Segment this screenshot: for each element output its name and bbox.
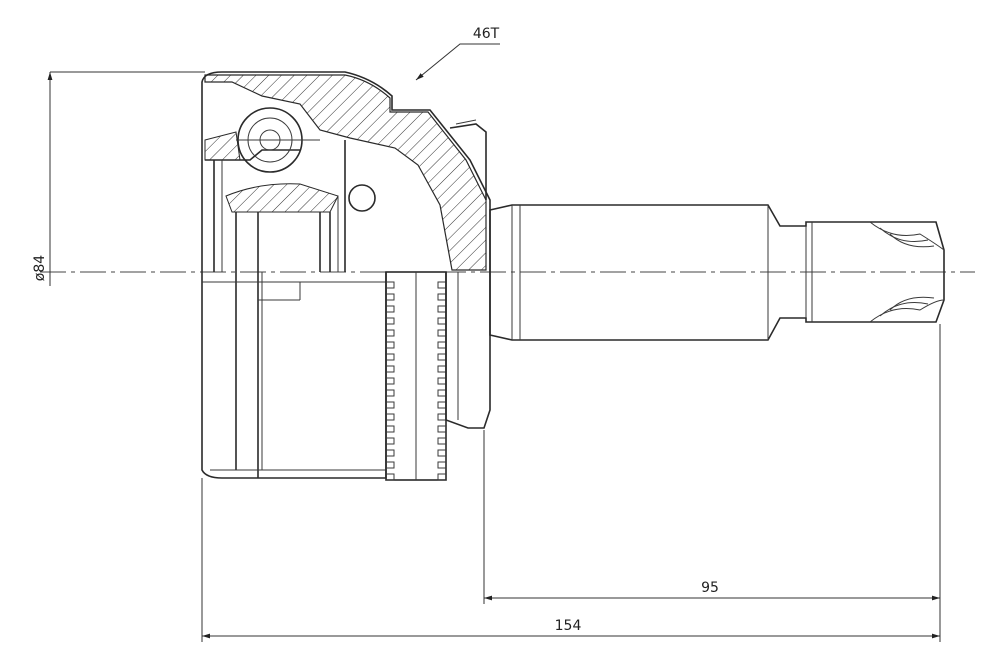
- abs-tooth: [386, 449, 395, 457]
- outer-housing: [201, 71, 491, 479]
- abs-tooth: [386, 317, 395, 325]
- diameter-label: ø84: [32, 255, 48, 281]
- abs-tooth: [386, 401, 395, 409]
- abs-tooth: [386, 341, 395, 349]
- length-95-dimension: 95: [484, 580, 940, 601]
- abs-tooth: [386, 377, 395, 385]
- abs-tooth: [437, 425, 446, 433]
- abs-tooth: [386, 461, 395, 469]
- abs-tooth: [437, 281, 446, 289]
- abs-tooth: [386, 329, 395, 337]
- teeth-leader: 46T: [415, 26, 500, 81]
- abs-tooth: [437, 341, 446, 349]
- abs-tooth: [437, 449, 446, 457]
- abs-tooth: [386, 293, 395, 301]
- abs-tooth: [386, 365, 395, 373]
- abs-tooth: [386, 413, 395, 421]
- abs-tooth: [386, 353, 395, 361]
- diameter-dimension: ø84: [32, 71, 205, 286]
- abs-tooth: [437, 293, 446, 301]
- abs-tooth: [386, 389, 395, 397]
- stub-shaft: [489, 204, 945, 341]
- abs-tooth: [437, 461, 446, 469]
- abs-tooth: [386, 437, 395, 445]
- abs-tooth: [437, 377, 446, 385]
- abs-tooth: [437, 329, 446, 337]
- abs-tooth: [437, 365, 446, 373]
- abs-tooth: [437, 389, 446, 397]
- abs-tooth: [437, 401, 446, 409]
- abs-tooth: [386, 425, 395, 433]
- abs-tooth: [386, 305, 395, 313]
- abs-tooth: [386, 473, 395, 481]
- abs-tooth: [437, 305, 446, 313]
- housing-section-hatch: [204, 74, 487, 271]
- abs-tooth: [437, 413, 446, 421]
- abs-tooth: [437, 317, 446, 325]
- teeth-count-label: 46T: [473, 26, 500, 42]
- length-95-label: 95: [701, 580, 719, 596]
- length-154-label: 154: [555, 618, 582, 634]
- abs-tone-ring: [385, 271, 447, 481]
- seal-shoulder: [445, 119, 491, 429]
- length-154-dimension: 154: [202, 618, 940, 639]
- abs-tooth: [437, 353, 446, 361]
- abs-tooth: [437, 473, 446, 481]
- abs-tooth: [386, 281, 395, 289]
- abs-tooth: [437, 437, 446, 445]
